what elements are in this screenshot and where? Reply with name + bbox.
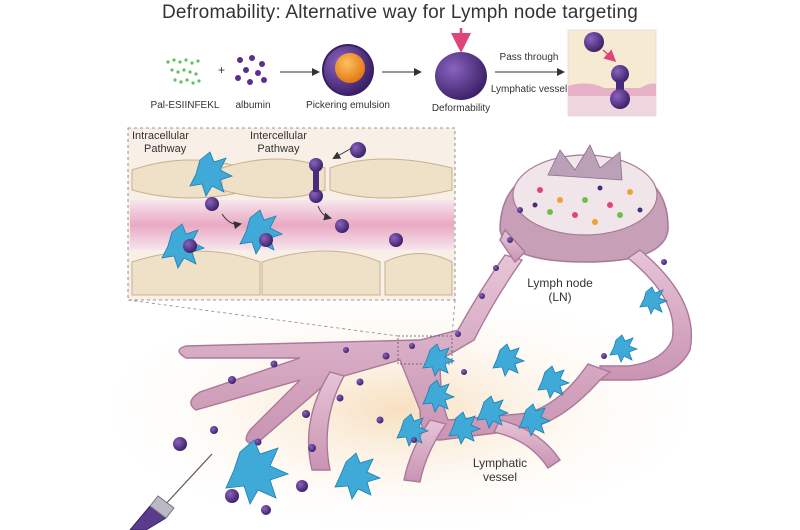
lymphatic-line2: vessel: [482, 470, 517, 484]
lymphatic-vessel-network: [178, 228, 693, 483]
label-intercellular-pathway: Intercellular Pathway: [250, 130, 307, 156]
peptide-icon: [166, 58, 201, 85]
label-albumin: albumin: [235, 100, 271, 111]
lymph-node-line1: Lymph node: [527, 276, 593, 290]
particles: [173, 207, 667, 515]
intracellular-line2: Pathway: [144, 143, 187, 155]
pass-through-panel: [567, 29, 657, 117]
dendritic-cells: [225, 286, 669, 505]
label-lymph-node: Lymph node (LN): [520, 276, 600, 304]
label-lymphatic-vessel-top: Lymphatic vessel: [490, 84, 568, 95]
pathway-inset: [127, 127, 456, 301]
plus-sign: +: [218, 63, 226, 77]
deformability-icon: [435, 28, 487, 100]
top-process-row: [166, 28, 657, 117]
albumin-icon: [235, 55, 267, 85]
lymph-node-line2: (LN): [548, 290, 572, 304]
intercellular-line1: Intercellular: [250, 130, 307, 142]
syringe-icon: [129, 453, 213, 530]
label-intracellular-pathway: Intracellular Pathway: [132, 130, 189, 156]
label-pal-esiinfekl: Pal-ESIINFEKL: [150, 100, 220, 111]
label-pass-through: Pass through: [499, 52, 559, 63]
lymphatic-line1: Lymphatic: [472, 456, 528, 470]
pickering-emulsion-icon: [322, 44, 374, 96]
label-lymphatic-vessel: Lymphatic vessel: [460, 456, 540, 484]
intracellular-line1: Intracellular: [132, 130, 189, 142]
lymph-node: [499, 144, 669, 263]
label-deformability: Deformability: [431, 103, 491, 114]
label-pickering-emulsion: Pickering emulsion: [306, 100, 390, 111]
intercellular-line2: Pathway: [257, 143, 300, 155]
figure-title: Defromability: Alternative way for Lymph…: [161, 2, 639, 23]
